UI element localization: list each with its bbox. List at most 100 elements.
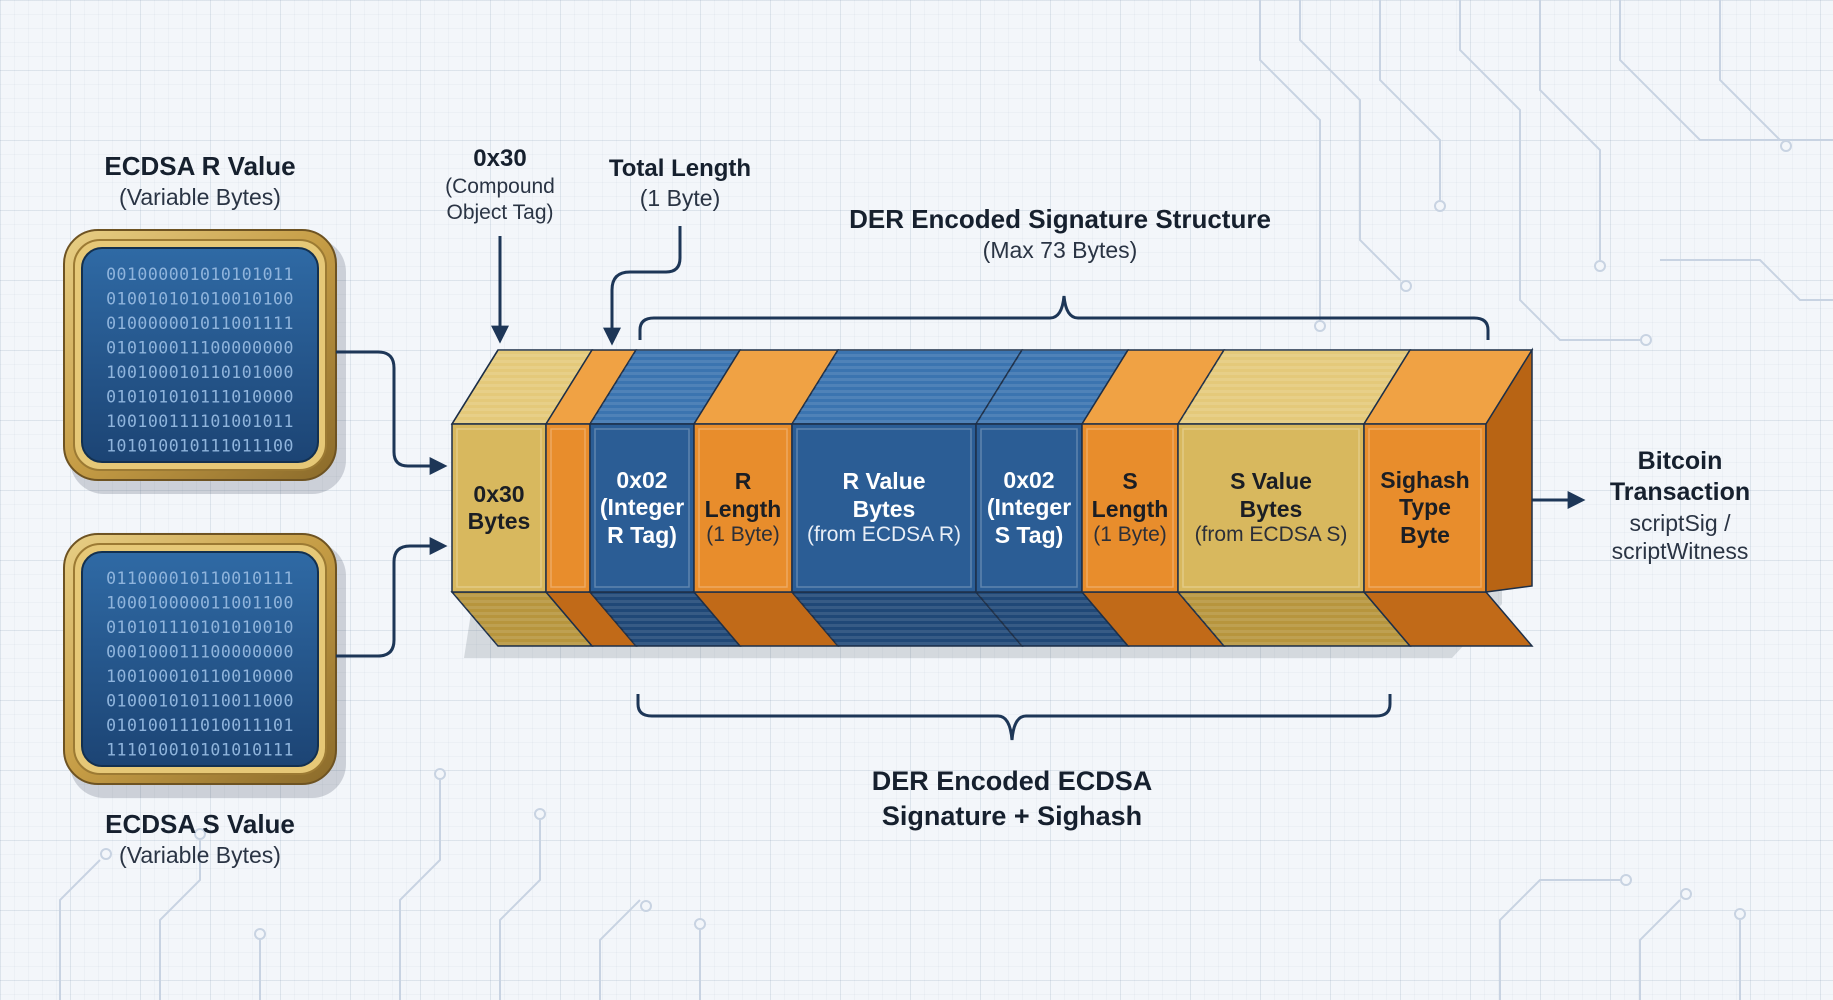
signature-line2: Signature + Sighash — [881, 801, 1143, 832]
binary-row: 010101110101010010 — [106, 618, 294, 637]
segment-top-stripes — [1178, 350, 1410, 424]
segment-label-sub: (from ECDSA R) — [806, 522, 961, 546]
binary-row: 011000010110010111 — [106, 569, 294, 588]
segment-label-line: S Tag) — [994, 521, 1064, 548]
segment-front-face — [589, 423, 695, 593]
r-connector-arrow — [336, 350, 448, 475]
segment-label-line: S Value — [1230, 468, 1312, 495]
ecdsa-s-label: ECDSA S Value (Variable Bytes) — [60, 808, 340, 869]
total-length-arrow — [603, 226, 682, 346]
segment-front-face — [693, 423, 793, 593]
ecdsa-r-subtitle: (Variable Bytes) — [119, 183, 281, 210]
tag-annotation: 0x30 (Compound Object Tag) — [420, 144, 580, 227]
signature-line1: DER Encoded ECDSA — [871, 766, 1153, 796]
segment-r-value — [790, 349, 1024, 647]
binary-row: 100100010110010000 — [106, 667, 294, 686]
segment-label-line: Bytes — [467, 508, 531, 534]
output-line2: Transaction — [1609, 478, 1751, 507]
segment-s-length — [1080, 349, 1226, 647]
segment-inner-bevel — [1182, 428, 1360, 588]
total-length-title: Total Length — [608, 155, 752, 182]
segment-bottom-stripes — [792, 592, 1022, 646]
ecdsa-s-title: ECDSA S Value — [105, 809, 295, 839]
structure-brace — [638, 295, 1490, 340]
segment-front-face — [1363, 423, 1487, 593]
segment-label-line: Byte — [1400, 521, 1450, 548]
segment-label-total-length — [546, 424, 590, 592]
total-length-annotation: Total Length (1 Byte) — [580, 154, 780, 213]
binary-row: 010000001011001111 — [106, 314, 294, 333]
structure-subtitle: (Max 73 Bytes) — [982, 236, 1138, 263]
segment-label-line: Bytes — [1239, 495, 1303, 522]
tag-annotation-line1: (Compound — [445, 175, 555, 198]
segment-label-line: 0x30 — [473, 480, 525, 507]
segment-top-stripes — [976, 350, 1128, 424]
binary-row: 010101010111010000 — [106, 388, 294, 407]
output-line3: scriptSig / — [1629, 509, 1731, 536]
segment-s-tag — [974, 349, 1130, 647]
segment-inner-bevel — [1086, 428, 1174, 588]
structure-title: DER Encoded Signature Structure — [849, 204, 1271, 234]
braces — [636, 295, 1490, 741]
segment-front-face — [791, 423, 977, 593]
segment-label-line: R Tag) — [607, 521, 677, 548]
ecdsa-r-chip: 0010000010101010110100101010100101000100… — [63, 229, 346, 494]
segment-inner-bevel — [594, 428, 690, 588]
ecdsa-r-label: ECDSA R Value (Variable Bytes) — [60, 150, 340, 211]
segment-front-face — [975, 423, 1083, 593]
output-line1: Bitcoin — [1637, 447, 1723, 475]
segment-r-length — [692, 349, 840, 647]
chip-connectors — [336, 350, 448, 658]
binary-row: 010010101010010100 — [106, 290, 294, 309]
block-start-cap — [451, 349, 499, 425]
segment-label-sub: (from ECDSA S) — [1194, 522, 1348, 546]
structure-annotation: DER Encoded Signature Structure (Max 73 … — [800, 203, 1320, 264]
segment-r-tag — [588, 349, 742, 647]
segment-label-line: 0x02 — [1003, 467, 1055, 494]
segment-bottom-stripes — [1178, 592, 1410, 646]
segment-label-line: (Integer — [599, 494, 685, 521]
segment-front-face — [451, 423, 547, 593]
segment-label-line: 0x02 — [616, 467, 668, 494]
segment-bottom-stripes — [976, 592, 1128, 646]
segment-inner-bevel — [796, 428, 972, 588]
binary-row: 100100010110101000 — [106, 363, 294, 382]
segment-inner-bevel — [550, 428, 586, 588]
circuit-traces — [59, 0, 1833, 1000]
binary-row: 100100111101001011 — [106, 412, 294, 431]
s-connector-arrow — [336, 537, 448, 658]
segment-inner-bevel — [980, 428, 1078, 588]
segment-label-sub: (1 Byte) — [706, 522, 780, 546]
segment-bottom-stripes — [590, 592, 740, 646]
ecdsa-r-title: ECDSA R Value — [104, 151, 296, 181]
output-annotation: Bitcoin Transaction scriptSig / scriptWi… — [1580, 446, 1780, 566]
signature-annotation: DER Encoded ECDSA Signature + Sighash — [812, 764, 1212, 834]
segment-label-line: Sighash — [1380, 467, 1470, 494]
segment-front-face — [545, 423, 591, 593]
segment-label-line: (Integer — [986, 494, 1072, 521]
segment-inner-bevel — [456, 428, 542, 588]
binary-row: 010100011100000000 — [106, 339, 294, 358]
binary-row: 010001010110011000 — [106, 692, 294, 711]
output-line4: scriptWitness — [1611, 538, 1749, 565]
segment-label-line: Type — [1399, 494, 1451, 521]
segment-top-stripes — [792, 350, 1022, 424]
tag-annotation-line2: Object Tag) — [446, 201, 554, 225]
segment-inner-bevel — [698, 428, 788, 588]
segment-inner-bevel — [1368, 428, 1482, 588]
signature-brace — [636, 694, 1392, 741]
ecdsa-s-chip: 011000010110010111 100010000011001100 0101… — [63, 533, 346, 798]
binary-row: 111010010101010111 — [106, 741, 294, 760]
circuit-nodes — [100, 140, 1792, 940]
binary-row: 101010010111011100 — [106, 437, 294, 456]
binary-row: 100010000011001100 — [106, 594, 294, 613]
binary-row: 010100111010011101 — [106, 716, 294, 735]
segment-label-line: S — [1122, 468, 1138, 495]
